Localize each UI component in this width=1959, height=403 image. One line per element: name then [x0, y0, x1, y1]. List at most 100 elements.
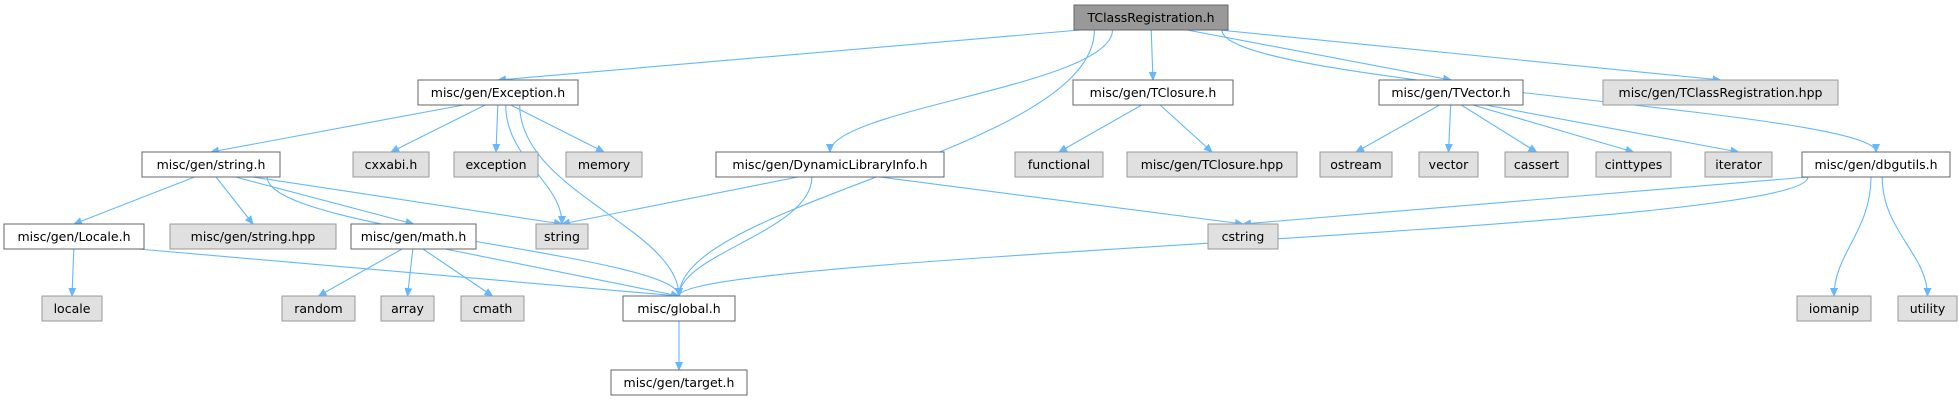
node-exceptionstd[interactable]: exception	[453, 151, 539, 178]
nodes-layer: TClassRegistration.h misc/gen/Exception.h…	[3, 4, 1958, 396]
node-label-locale_h: misc/gen/Locale.h	[18, 229, 131, 244]
node-tclosure[interactable]: misc/gen/TClosure.h	[1072, 79, 1234, 106]
node-box-cmath	[460, 295, 525, 322]
edge-dynlib-to-cstring	[879, 176, 1244, 227]
edge-exception-to-global	[519, 104, 683, 297]
node-exception[interactable]: misc/gen/Exception.h	[417, 79, 579, 106]
node-box-utility	[1897, 295, 1958, 322]
edge-root-to-dbgutils	[1221, 29, 1880, 153]
edge-mathh-to-array	[404, 248, 414, 297]
node-label-iomanip: iomanip	[1809, 301, 1859, 316]
node-iomanip[interactable]: iomanip	[1796, 295, 1872, 322]
node-label-cstring: cstring	[1222, 229, 1265, 244]
node-box-global	[622, 295, 736, 322]
node-box-locale_h	[3, 223, 145, 250]
node-cxxabi[interactable]: cxxabi.h	[352, 151, 430, 178]
node-box-cinttypes	[1595, 151, 1672, 178]
node-label-cinttypes: cinttypes	[1605, 157, 1663, 172]
node-label-tclosure: misc/gen/TClosure.h	[1090, 85, 1217, 100]
edge-tvector-to-iterator	[1485, 104, 1740, 155]
node-label-root: TClassRegistration.h	[1086, 10, 1214, 25]
node-global[interactable]: misc/global.h	[622, 295, 736, 322]
node-string[interactable]: string	[535, 223, 589, 250]
node-box-locale	[41, 295, 103, 322]
node-tclassreg_hpp[interactable]: misc/gen/TClassRegistration.hpp	[1602, 79, 1839, 106]
edge-dbgutils-to-iomanip	[1830, 176, 1872, 297]
node-label-string_hpp: misc/gen/string.hpp	[191, 229, 316, 244]
node-label-iterator: iterator	[1715, 157, 1762, 172]
node-label-cmath: cmath	[473, 301, 513, 316]
node-label-array: array	[391, 301, 424, 316]
node-label-tclassreg_hpp: misc/gen/TClassRegistration.hpp	[1619, 85, 1823, 100]
node-cmath[interactable]: cmath	[460, 295, 525, 322]
edge-tvector-to-cinttypes	[1472, 104, 1635, 154]
node-locale[interactable]: locale	[41, 295, 103, 322]
edge-tclosure-to-functional	[1058, 104, 1142, 153]
node-label-utility: utility	[1910, 301, 1946, 316]
node-label-target: misc/gen/target.h	[624, 375, 735, 390]
node-box-dbgutils	[1801, 151, 1951, 178]
node-dbgutils[interactable]: misc/gen/dbgutils.h	[1801, 151, 1951, 178]
node-string_hpp[interactable]: misc/gen/string.hpp	[169, 223, 337, 250]
edge-dbgutils-to-utility	[1881, 176, 1932, 297]
node-stringh[interactable]: misc/gen/string.h	[141, 151, 281, 178]
edge-stringh-to-string_hpp	[215, 176, 254, 225]
node-functional[interactable]: functional	[1014, 151, 1104, 178]
edge-root-to-tvector	[1186, 29, 1452, 83]
node-array[interactable]: array	[380, 295, 435, 322]
node-target[interactable]: misc/gen/target.h	[610, 369, 748, 396]
edge-exception-to-exceptionstd	[492, 104, 501, 153]
edge-exception-to-memory	[510, 104, 605, 153]
node-cinttypes[interactable]: cinttypes	[1595, 151, 1672, 178]
node-box-string_hpp	[169, 223, 337, 250]
node-label-exception: misc/gen/Exception.h	[431, 85, 565, 100]
node-cstring[interactable]: cstring	[1207, 223, 1279, 250]
edge-tvector-to-cassert	[1461, 104, 1538, 153]
node-label-string: string	[544, 229, 580, 244]
node-box-cxxabi	[352, 151, 430, 178]
node-utility[interactable]: utility	[1897, 295, 1958, 322]
node-box-array	[380, 295, 435, 322]
node-box-ostream	[1319, 151, 1393, 178]
node-random[interactable]: random	[281, 295, 356, 322]
edge-dynlib-to-global	[675, 176, 813, 297]
node-label-stringh: misc/gen/string.h	[157, 157, 266, 172]
node-box-tclosure_hpp	[1126, 151, 1298, 178]
node-label-random: random	[294, 301, 342, 316]
node-cassert[interactable]: cassert	[1504, 151, 1569, 178]
node-ostream[interactable]: ostream	[1319, 151, 1393, 178]
edge-mathh-to-random	[317, 248, 403, 297]
node-label-cxxabi: cxxabi.h	[365, 157, 418, 172]
edge-mathh-to-cmath	[422, 248, 494, 297]
node-memory[interactable]: memory	[565, 151, 643, 178]
node-box-stringh	[141, 151, 281, 178]
edge-tvector-to-vector	[1444, 104, 1453, 153]
node-iterator[interactable]: iterator	[1704, 151, 1773, 178]
node-box-tclassreg_hpp	[1602, 79, 1839, 106]
node-label-vector: vector	[1429, 157, 1470, 172]
node-box-cassert	[1504, 151, 1569, 178]
node-box-iterator	[1704, 151, 1773, 178]
node-locale_h[interactable]: misc/gen/Locale.h	[3, 223, 145, 250]
edge-root-to-exception	[497, 29, 1081, 84]
node-label-global: misc/global.h	[637, 301, 720, 316]
edge-locale_h-to-locale	[68, 248, 77, 297]
node-box-mathh	[350, 223, 477, 250]
edge-tclosure-to-tclosure_hpp	[1159, 104, 1213, 153]
node-box-target	[610, 369, 748, 396]
node-label-dbgutils: misc/gen/dbgutils.h	[1815, 157, 1938, 172]
edge-locale_h-to-global	[137, 248, 680, 300]
node-box-root	[1073, 4, 1229, 31]
edge-root-to-tclassreg_hpp	[1219, 29, 1722, 84]
node-tvector[interactable]: misc/gen/TVector.h	[1378, 79, 1524, 106]
node-vector[interactable]: vector	[1418, 151, 1479, 178]
node-tclosure_hpp[interactable]: misc/gen/TClosure.hpp	[1126, 151, 1298, 178]
edge-tvector-to-ostream	[1355, 104, 1440, 153]
node-box-dynlib	[715, 151, 945, 178]
edge-dynlib-to-string	[561, 176, 798, 227]
node-label-cassert: cassert	[1514, 157, 1559, 172]
node-mathh[interactable]: misc/gen/math.h	[350, 223, 477, 250]
node-label-mathh: misc/gen/math.h	[361, 229, 467, 244]
node-dynlib[interactable]: misc/gen/DynamicLibraryInfo.h	[715, 151, 945, 178]
